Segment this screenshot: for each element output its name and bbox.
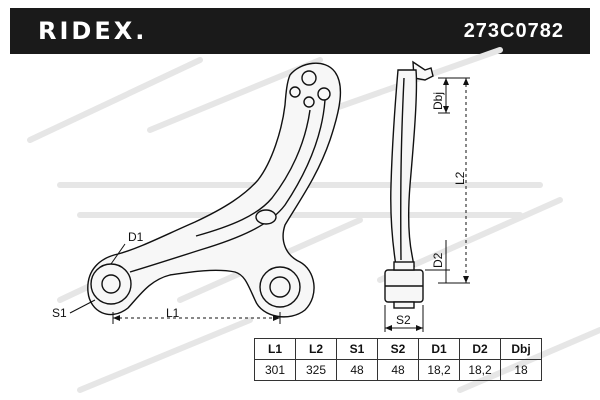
- specs-value-cell: 18,2: [418, 359, 460, 381]
- specs-value-cell: 48: [336, 359, 378, 381]
- specs-value-cell: 325: [295, 359, 337, 381]
- specs-header-cell: L2: [295, 338, 337, 360]
- label-l1: L1: [166, 306, 180, 320]
- label-s1: S1: [52, 306, 67, 320]
- upper-hole-2: [289, 86, 301, 98]
- specs-header-cell: D2: [459, 338, 501, 360]
- specs-header-cell: S1: [336, 338, 378, 360]
- upper-hole-1: [301, 70, 317, 86]
- bushing-inner: [101, 274, 121, 294]
- lightening-hole: [255, 209, 277, 225]
- arm-body: [87, 62, 342, 318]
- side-profile-rib: [400, 77, 405, 261]
- label-l2: L2: [453, 171, 467, 185]
- upper-hole-4: [303, 96, 315, 108]
- arm-rib-outer: [129, 99, 326, 273]
- specs-value-row: 301 325 48 48 18,2 18,2 18: [254, 359, 542, 381]
- specifications-table: L1 L2 S1 S2 D1 D2 Dbj 301 325 48 48 18,2…: [254, 338, 542, 381]
- specs-value-cell: 18: [500, 359, 542, 381]
- specs-header-cell: Dbj: [500, 338, 542, 360]
- control-arm-front-view: [87, 62, 342, 318]
- specs-value-cell: 301: [254, 359, 296, 381]
- label-s2: S2: [396, 313, 411, 327]
- label-d1: D1: [128, 230, 144, 244]
- arm-rib-inner: [195, 109, 311, 237]
- specs-value-cell: 48: [377, 359, 419, 381]
- specs-header-cell: S2: [377, 338, 419, 360]
- dimension-arrows: [113, 78, 469, 331]
- label-dbj: Dbj: [431, 92, 445, 110]
- header-bar: RIDEX. 273C0782: [10, 8, 590, 54]
- part-number: 273C0782: [463, 20, 564, 42]
- specs-header-cell: L1: [254, 338, 296, 360]
- rear-mount-inner: [269, 276, 291, 298]
- specs-header-row: L1 L2 S1 S2 D1 D2 Dbj: [254, 338, 542, 360]
- upper-hole-3: [317, 87, 331, 101]
- label-d2: D2: [431, 252, 445, 268]
- specs-header-cell: D1: [418, 338, 460, 360]
- specs-value-cell: 18,2: [459, 359, 501, 381]
- brand-logo: RIDEX.: [38, 17, 148, 45]
- control-arm-side-view: [384, 60, 434, 309]
